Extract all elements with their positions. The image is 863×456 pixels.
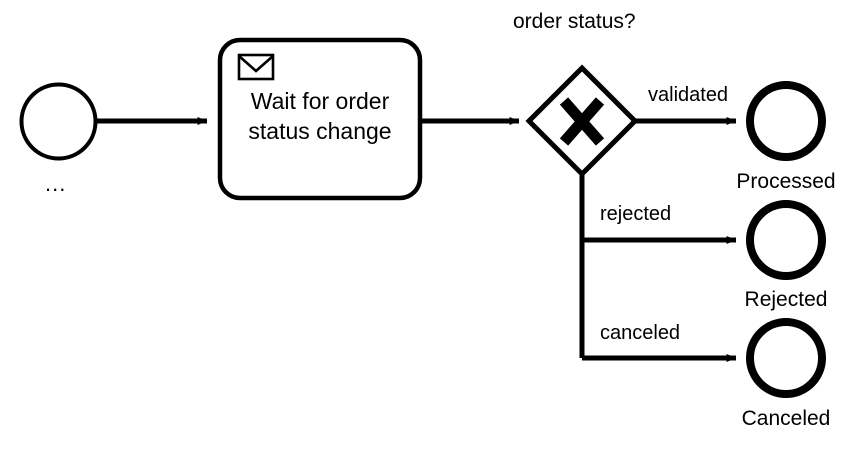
gateway-x-marker — [559, 97, 605, 146]
task-label: Wait for order status change — [222, 86, 418, 146]
end-event-processed-circle[interactable] — [746, 81, 826, 161]
task-label-line1: Wait for order — [250, 88, 390, 114]
start-event-label: ... — [45, 171, 67, 196]
end-event-canceled-circle[interactable] — [746, 318, 826, 398]
end-event-label-rejected: Rejected — [744, 288, 828, 311]
end-event-label-processed: Processed — [736, 170, 836, 193]
flow-label-rejected: rejected — [600, 203, 672, 225]
flow-label-canceled: canceled — [600, 322, 681, 344]
start-event-circle[interactable] — [19, 82, 98, 161]
envelope-icon — [237, 53, 275, 81]
end-event-label-canceled: Canceled — [741, 407, 831, 430]
task-label-line2: status change — [248, 118, 392, 144]
end-event-rejected-circle[interactable] — [746, 200, 826, 280]
gateway-label: order status? — [513, 10, 636, 33]
flow-label-validated: validated — [648, 84, 729, 106]
